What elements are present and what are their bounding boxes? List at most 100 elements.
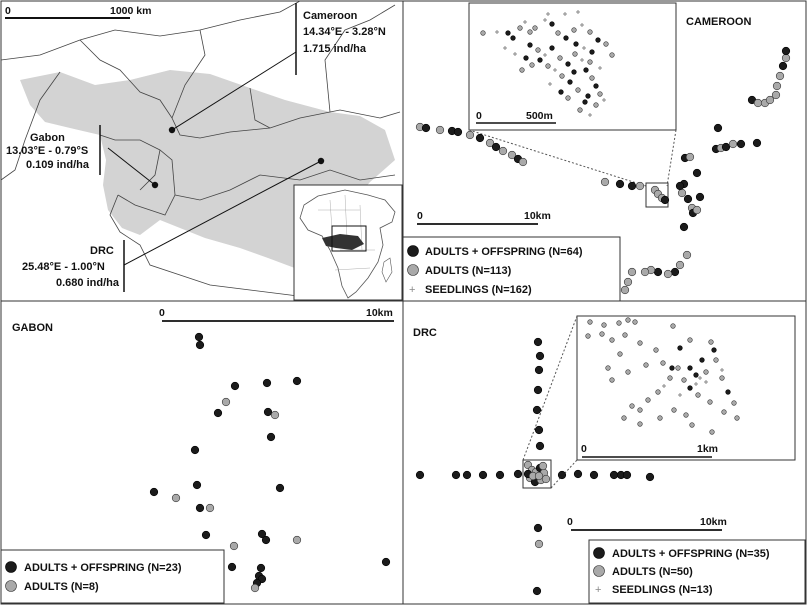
adult-offspring-point bbox=[660, 195, 670, 205]
country-borders bbox=[0, 0, 401, 301]
adult-offspring-point bbox=[451, 470, 461, 480]
adult-point bbox=[545, 63, 551, 69]
map-scale-zero: 0 bbox=[5, 5, 11, 17]
drc-inset-points bbox=[585, 317, 740, 435]
adult-point bbox=[645, 397, 651, 403]
adult-offspring-point bbox=[230, 381, 240, 391]
adult-point bbox=[692, 205, 702, 215]
seedling-point bbox=[580, 58, 584, 62]
adult-point bbox=[643, 362, 649, 368]
adult-point bbox=[671, 407, 677, 413]
adult-offspring-point bbox=[583, 67, 589, 73]
site-cameroon-density: 1.715 ind/ha bbox=[303, 43, 367, 55]
adult-offspring-point bbox=[549, 45, 555, 51]
adult-offspring-point bbox=[213, 408, 223, 418]
legend-cross-icon: + bbox=[409, 284, 415, 296]
adult-offspring-point bbox=[195, 340, 205, 350]
adult-point bbox=[538, 461, 548, 471]
seedling-point bbox=[543, 18, 547, 22]
adult-offspring-point bbox=[256, 563, 266, 573]
africa-inset bbox=[293, 184, 403, 301]
adult-point bbox=[627, 267, 637, 277]
cameroon-inset-scale-zero: 0 bbox=[476, 110, 482, 122]
seedling-point bbox=[546, 12, 550, 16]
adult-offspring-point bbox=[527, 42, 533, 48]
seedling-point bbox=[576, 10, 580, 14]
adult-offspring-point bbox=[535, 441, 545, 451]
adult-point bbox=[663, 269, 673, 279]
adult-point bbox=[609, 377, 615, 383]
adult-offspring-point bbox=[453, 127, 463, 137]
adult-point bbox=[221, 397, 231, 407]
adult-offspring-point bbox=[752, 138, 762, 148]
drc-zoom-box bbox=[522, 459, 552, 489]
adult-point bbox=[292, 535, 302, 545]
gabon-legend-adults: ADULTS (N=8) bbox=[24, 581, 99, 593]
adult-point bbox=[625, 369, 631, 375]
cameroon-inset-connector-left bbox=[468, 129, 647, 187]
adult-offspring-point bbox=[713, 123, 723, 133]
gabon-points bbox=[149, 332, 391, 593]
adult-point bbox=[660, 360, 666, 366]
adult-point bbox=[589, 75, 595, 81]
adult-offspring-point bbox=[670, 267, 680, 277]
cameroon-points bbox=[415, 46, 791, 295]
adult-offspring-point bbox=[573, 41, 579, 47]
adult-point bbox=[765, 95, 775, 105]
adult-point bbox=[527, 29, 533, 35]
adult-point bbox=[541, 474, 551, 484]
adult-point bbox=[519, 67, 525, 73]
cameroon-title: CAMEROON bbox=[686, 16, 751, 28]
adult-offspring-point bbox=[262, 378, 272, 388]
leader-cameroon bbox=[171, 51, 297, 131]
adult-point bbox=[713, 357, 719, 363]
adult-offspring-point bbox=[533, 337, 543, 347]
adult-offspring-point bbox=[593, 83, 599, 89]
seedling-point bbox=[698, 376, 702, 380]
legend-dark-circle-icon bbox=[593, 547, 605, 559]
adult-point bbox=[731, 400, 737, 406]
seedling-point bbox=[598, 66, 602, 70]
site-gabon-density: 0.109 ind/ha bbox=[26, 159, 90, 171]
adult-point bbox=[534, 539, 544, 549]
adult-point bbox=[270, 410, 280, 420]
adult-offspring-point bbox=[736, 139, 746, 149]
seedling-point bbox=[588, 113, 592, 117]
adult-offspring-point bbox=[687, 385, 693, 391]
adult-offspring-point bbox=[505, 30, 511, 36]
adult-point bbox=[571, 27, 577, 33]
legend-dark-circle-icon bbox=[5, 561, 17, 573]
adult-point bbox=[635, 181, 645, 191]
adult-offspring-point bbox=[615, 179, 625, 189]
gabon-legend: ADULTS + OFFSPRING (N=23) ADULTS (N=8) bbox=[0, 549, 225, 604]
adult-point bbox=[683, 412, 689, 418]
seedling-point bbox=[503, 46, 507, 50]
seedling-point bbox=[548, 82, 552, 86]
adult-point bbox=[689, 422, 695, 428]
adult-offspring-point bbox=[781, 46, 791, 56]
leader-drc bbox=[123, 160, 322, 266]
adult-offspring-point bbox=[534, 365, 544, 375]
adult-offspring-point bbox=[533, 385, 543, 395]
adult-point bbox=[517, 25, 523, 31]
adult-offspring-point bbox=[261, 535, 271, 545]
gabon-legend-adults-offspring: ADULTS + OFFSPRING (N=23) bbox=[24, 562, 182, 574]
drc-points bbox=[415, 337, 655, 596]
adult-point bbox=[572, 51, 578, 57]
cameroon-inset-scale-label: 500m bbox=[526, 110, 553, 122]
adult-offspring-point bbox=[495, 470, 505, 480]
adult-point bbox=[637, 421, 643, 427]
adult-point bbox=[593, 102, 599, 108]
adult-offspring-point bbox=[533, 523, 543, 533]
adult-point bbox=[637, 340, 643, 346]
seedling-point bbox=[678, 393, 682, 397]
cameroon-zoom-box bbox=[645, 182, 669, 208]
drc-inset-connector-left bbox=[522, 315, 578, 461]
adult-point bbox=[629, 403, 635, 409]
adult-point bbox=[597, 91, 603, 97]
adult-offspring-point bbox=[609, 470, 619, 480]
adult-point bbox=[695, 392, 701, 398]
adult-point bbox=[205, 503, 215, 513]
seedling-point bbox=[694, 382, 698, 386]
adult-offspring-point bbox=[201, 530, 211, 540]
